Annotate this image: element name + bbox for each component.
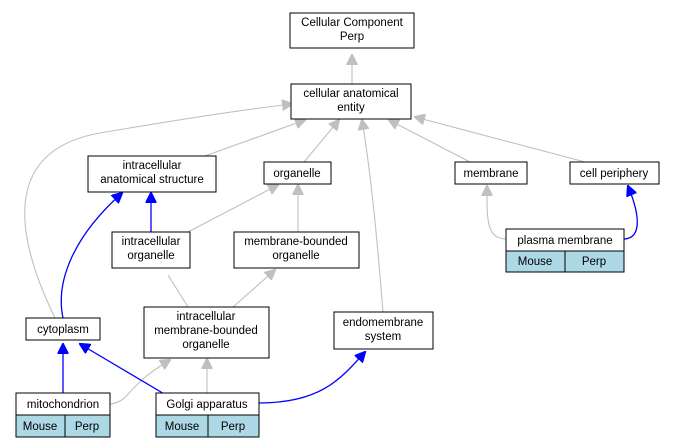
edge-intracellular-anatomical-structure-to-entity bbox=[204, 120, 305, 157]
edge-cell-periphery-to-entity bbox=[415, 117, 586, 163]
edge-plasma-membrane-partof-cell-periphery bbox=[622, 186, 638, 240]
tag-cell-perp bbox=[64, 414, 111, 438]
node-label-line: intracellular bbox=[177, 311, 236, 323]
node-mitochondrion[interactable]: mitochondrion Mouse Perp bbox=[15, 392, 111, 438]
node-cell-periphery[interactable]: cell periphery bbox=[569, 161, 660, 185]
node-label-line: organelle bbox=[127, 250, 174, 262]
node-label-line: endomembrane bbox=[343, 317, 424, 329]
tag-label-perp: Perp bbox=[75, 421, 99, 433]
tag-label-mouse: Mouse bbox=[165, 421, 200, 433]
node-cellular-component-perp[interactable]: Cellular Component Perp bbox=[289, 12, 415, 49]
node-label-line: organelle bbox=[272, 250, 319, 262]
tag-label-mouse: Mouse bbox=[23, 421, 58, 433]
tag-cell-perp bbox=[207, 414, 260, 438]
edge-imbo-to-membrane-bounded-organelle bbox=[232, 270, 275, 308]
node-label-line: system bbox=[365, 331, 401, 343]
edge-mitochondrion-to-imbo bbox=[109, 360, 170, 405]
edge-imbo-to-intracellular-organelle bbox=[167, 274, 189, 308]
edge-organelle-to-entity bbox=[303, 120, 339, 163]
edge-cytoplasm-to-entity bbox=[24, 104, 292, 319]
node-label-line: membrane-bounded bbox=[154, 325, 258, 337]
node-endomembrane-system[interactable]: endomembrane system bbox=[333, 311, 434, 350]
node-membrane[interactable]: membrane bbox=[454, 161, 528, 185]
node-intracellular-membrane-bounded-organelle[interactable]: intracellular membrane-bounded organelle bbox=[143, 306, 270, 359]
node-label-line: organelle bbox=[273, 168, 320, 180]
edge-membrane-to-entity bbox=[389, 120, 471, 163]
edge-cytoplasm-partof-structure bbox=[60, 193, 122, 319]
node-label-line: membrane bbox=[464, 168, 519, 180]
tag-label-mouse: Mouse bbox=[518, 256, 553, 268]
node-plasma-membrane[interactable]: plasma membrane Mouse Perp bbox=[505, 228, 625, 273]
node-label-line: membrane-bounded bbox=[244, 236, 348, 248]
tag-label-perp: Perp bbox=[221, 421, 245, 433]
edge-golgi-partof-cytoplasm bbox=[80, 344, 167, 396]
node-intracellular-organelle[interactable]: intracellular organelle bbox=[111, 231, 191, 269]
node-label-line: plasma membrane bbox=[517, 235, 612, 247]
edge-golgi-partof-endomembrane bbox=[258, 352, 365, 404]
node-membrane-bounded-organelle[interactable]: membrane-bounded organelle bbox=[233, 231, 360, 269]
node-intracellular-anatomical-structure[interactable]: intracellular anatomical structure bbox=[87, 155, 217, 193]
edge-plasma-membrane-to-membrane bbox=[487, 186, 508, 240]
node-label-line: organelle bbox=[182, 339, 229, 351]
tag-cell-perp bbox=[564, 250, 625, 273]
node-label-line: anatomical structure bbox=[100, 174, 204, 186]
node-golgi-apparatus[interactable]: Golgi apparatus Mouse Perp bbox=[155, 392, 260, 438]
node-label-line: intracellular bbox=[123, 160, 182, 172]
node-label-line: Cellular Component bbox=[301, 17, 403, 29]
node-cytoplasm[interactable]: cytoplasm bbox=[25, 317, 101, 341]
edge-endomembrane-system-to-entity bbox=[362, 120, 384, 313]
node-label-line: Perp bbox=[340, 31, 364, 43]
edge-intracellular-organelle-to-organelle bbox=[187, 185, 278, 233]
node-label-line: cellular anatomical bbox=[303, 88, 398, 100]
node-label-line: Golgi apparatus bbox=[166, 399, 247, 411]
node-label-line: intracellular bbox=[122, 236, 181, 248]
tag-label-perp: Perp bbox=[582, 256, 606, 268]
node-organelle[interactable]: organelle bbox=[263, 161, 332, 185]
node-label-line: cell periphery bbox=[580, 168, 649, 180]
node-label-line: entity bbox=[337, 102, 365, 114]
node-cellular-anatomical-entity[interactable]: cellular anatomical entity bbox=[290, 83, 412, 120]
node-label-line: cytoplasm bbox=[37, 324, 89, 336]
node-label-line: mitochondrion bbox=[27, 399, 99, 411]
